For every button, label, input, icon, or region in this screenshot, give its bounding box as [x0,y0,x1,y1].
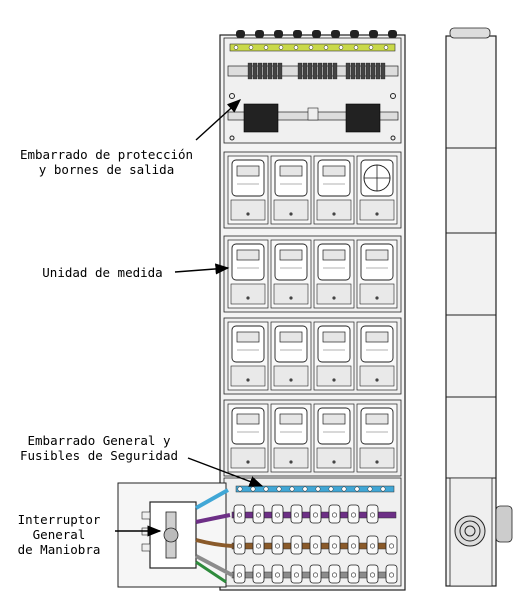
general-module [223,477,402,587]
measure-modules [223,151,402,477]
label-breaker-line1: Interruptor [17,512,101,527]
callout-arrows [115,99,264,537]
label-breaker-line2: General [32,527,86,542]
protection-module [223,30,402,144]
arrow-protection [195,99,242,141]
side-view [445,27,513,587]
label-protection-line2: y bornes de salida [38,162,175,177]
general-busbar-screws [237,486,386,492]
arrow-general [187,457,264,487]
front-view [219,30,406,591]
general-breaker-box [117,482,233,588]
label-protection-line1: Embarrado de protección [19,147,194,162]
output-terminal-block [247,62,386,80]
arrow-measure [174,263,230,275]
cable-gland-icon [454,515,486,547]
earth-busbar-screws [233,45,389,50]
label-breaker-line3: de Maniobra [17,542,101,557]
safety-fuse-holders [233,504,398,584]
label-general-line1: Embarrado General y [27,433,171,448]
label-general-line2: Fusibles de Seguridad [19,448,179,463]
top-terminal-caps [236,30,397,38]
label-measure: Unidad de medida [42,265,163,280]
